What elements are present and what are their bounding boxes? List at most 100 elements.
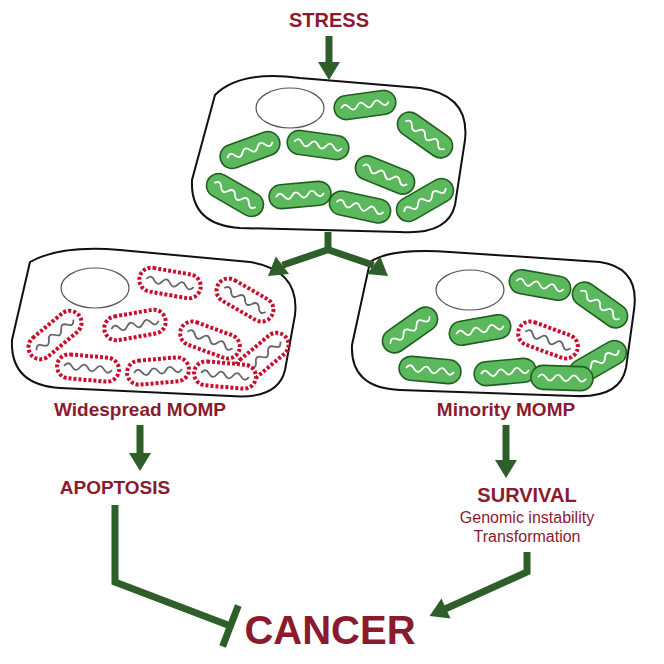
outer-membrane <box>327 189 393 225</box>
outcome-label: Widespread MOMP <box>54 399 226 421</box>
permeabilized-membrane <box>177 318 243 362</box>
connector-line <box>136 425 143 454</box>
cristae <box>481 367 529 377</box>
cristae <box>213 180 258 209</box>
outer-membrane <box>286 129 351 161</box>
permeabilized-membrane <box>126 356 190 385</box>
fate-label: SURVIVALGenomic instability Transformati… <box>442 484 612 546</box>
cristae <box>516 278 564 292</box>
nucleus <box>61 268 129 308</box>
cells <box>12 76 635 396</box>
heading-text: SURVIVAL <box>442 484 612 507</box>
permeabilized-membrane <box>193 360 257 389</box>
outer-membrane <box>473 357 537 386</box>
mitochondrion <box>137 266 202 300</box>
cristae <box>341 99 389 112</box>
mitochondrion <box>393 107 458 162</box>
permeabilized-membrane <box>137 266 202 300</box>
cristae <box>186 329 233 351</box>
cell-outline <box>192 76 466 232</box>
mitochondrion <box>202 169 268 221</box>
cristae <box>111 318 159 332</box>
stress-label: STRESS <box>289 9 369 32</box>
mitochondrion <box>177 318 243 362</box>
stress-arrow <box>326 36 333 64</box>
heading-text: Minority MOMP <box>437 399 575 421</box>
cristae <box>456 323 504 337</box>
outer-membrane <box>531 365 594 391</box>
outer-membrane <box>398 355 462 384</box>
arrow-head <box>367 256 388 276</box>
connector-line <box>503 425 510 461</box>
mitochondrion <box>515 318 581 362</box>
cristae <box>226 139 273 161</box>
cristae <box>35 317 76 352</box>
connector <box>495 425 517 478</box>
mitochondrion <box>102 308 167 342</box>
cristae <box>336 199 384 215</box>
outer-membrane <box>568 277 633 332</box>
nucleus <box>256 88 324 128</box>
cristae <box>538 374 586 382</box>
arrow-head <box>129 453 151 471</box>
cristae <box>276 190 324 200</box>
connector-line <box>445 552 527 609</box>
cristae <box>201 370 249 380</box>
cristae <box>403 185 448 214</box>
outer-membrane <box>507 268 572 302</box>
mitochondrion <box>531 365 594 391</box>
fate-label: APOPTOSIS <box>60 477 171 499</box>
cristae <box>223 285 268 314</box>
connector <box>129 425 151 471</box>
cristae <box>134 366 182 376</box>
mitochondrion <box>378 302 443 357</box>
mitochondrion <box>56 353 120 382</box>
outer-membrane <box>202 169 268 221</box>
outer-membrane <box>333 89 398 121</box>
mitochondrion <box>333 89 398 121</box>
mitochondrion <box>327 189 393 225</box>
outer-membrane <box>447 313 512 347</box>
mitochondrion <box>568 277 633 332</box>
body-text: Genomic instability Transformation <box>442 509 612 546</box>
cristae <box>64 363 112 373</box>
heading-text: CANCER <box>244 607 415 653</box>
mitochondrion <box>268 180 332 209</box>
outer-membrane <box>392 174 458 226</box>
nucleus <box>436 270 504 310</box>
cristae <box>404 119 447 151</box>
mitochondrion <box>398 355 462 384</box>
heading-text: STRESS <box>289 9 369 32</box>
cristae <box>389 314 432 346</box>
outer-membrane <box>352 152 418 197</box>
heading-text: Widespread MOMP <box>54 399 226 421</box>
outer-membrane <box>378 302 443 357</box>
outer-membrane <box>217 128 283 172</box>
outcome-label: Minority MOMP <box>437 399 575 421</box>
permeabilized-membrane <box>212 274 278 326</box>
outer-membrane <box>393 107 458 162</box>
mitochondrion <box>473 357 537 386</box>
mitochondrion <box>286 129 351 161</box>
mitochondrion <box>126 356 190 385</box>
connector-line <box>115 505 230 626</box>
mitochondrion <box>193 360 257 389</box>
mitochondrion <box>392 174 458 226</box>
arrow-head <box>318 62 340 80</box>
permeabilized-membrane <box>515 318 581 362</box>
cell-outline <box>352 251 635 396</box>
permeabilized-membrane <box>56 353 120 382</box>
cristae <box>294 139 342 152</box>
mitochondrion <box>352 152 418 197</box>
arrow-head <box>268 256 289 276</box>
cristae <box>524 329 571 351</box>
split-branch <box>326 249 374 265</box>
mitochondria <box>24 89 633 391</box>
mitochondrion <box>217 128 283 172</box>
mitochondrion <box>212 274 278 326</box>
arrow-head <box>495 460 517 478</box>
cancer-label: CANCER <box>244 607 415 653</box>
cristae <box>146 276 194 290</box>
